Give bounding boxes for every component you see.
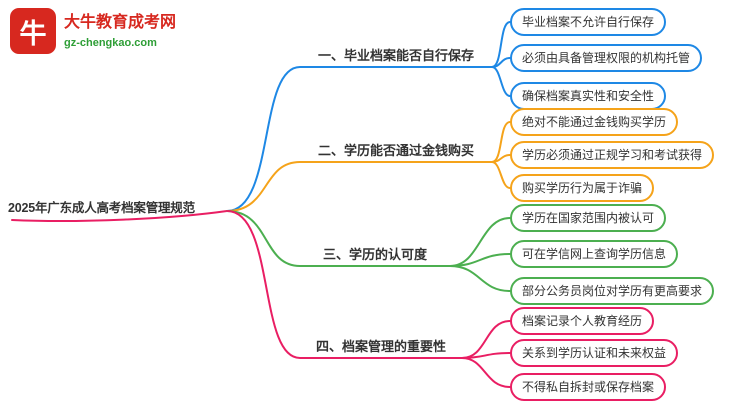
leaf-node: 部分公务员岗位对学历有更高要求 bbox=[510, 277, 715, 305]
branch-1-links bbox=[226, 21, 511, 212]
site-name: 大牛教育成考网 bbox=[64, 13, 177, 31]
leaf-node: 确保档案真实性和安全性 bbox=[510, 82, 667, 110]
leaf-node: 学历必须通过正规学习和考试获得 bbox=[510, 141, 715, 169]
leaf-node: 毕业档案不允许自行保存 bbox=[510, 8, 667, 36]
branch-2-links bbox=[226, 121, 511, 212]
leaf-node: 不得私自拆封或保存档案 bbox=[510, 373, 667, 401]
branch-3-links bbox=[226, 210, 511, 292]
leaf-node: 档案记录个人教育经历 bbox=[510, 307, 655, 335]
leaf-node: 关系到学历认证和未来权益 bbox=[510, 339, 679, 367]
leaf-node: 学历在国家范围内被认可 bbox=[510, 204, 667, 232]
bull-icon: 牛 bbox=[10, 8, 56, 54]
branch-label-3: 三、学历的认可度 bbox=[323, 247, 428, 262]
branch-label-1: 一、毕业档案能否自行保存 bbox=[318, 48, 475, 63]
root-topic: 2025年广东成人高考档案管理规范 bbox=[8, 201, 195, 215]
leaf-node: 可在学信网上查询学历信息 bbox=[510, 240, 679, 268]
branch-4-links bbox=[226, 210, 511, 388]
root-underline bbox=[11, 210, 228, 222]
leaf-node: 购买学历行为属于诈骗 bbox=[510, 174, 655, 202]
logo-text: 大牛教育成考网 gz-chengkao.com bbox=[64, 13, 176, 50]
branch-label-4: 四、档案管理的重要性 bbox=[316, 339, 447, 354]
site-logo: 牛 大牛教育成考网 gz-chengkao.com bbox=[10, 8, 176, 54]
leaf-node: 必须由具备管理权限的机构托管 bbox=[510, 44, 703, 72]
leaf-node: 绝对不能通过金钱购买学历 bbox=[510, 108, 679, 136]
site-url: gz-chengkao.com bbox=[64, 36, 157, 49]
branch-label-2: 二、学历能否通过金钱购买 bbox=[318, 143, 475, 158]
